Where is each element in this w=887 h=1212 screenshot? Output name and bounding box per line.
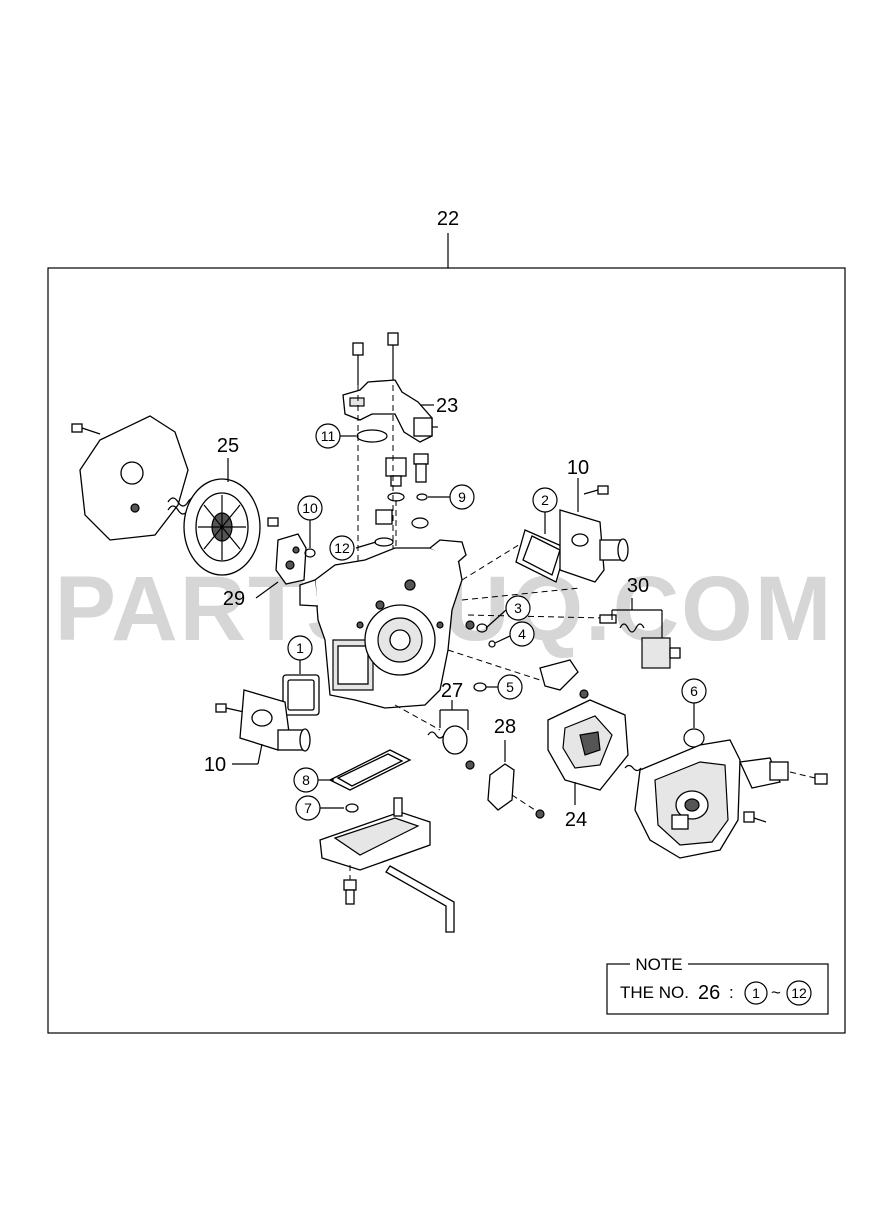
circled-3: 3 xyxy=(505,595,531,621)
bottom-cover[interactable] xyxy=(319,797,455,933)
outlet-fitting-10[interactable] xyxy=(559,509,629,583)
callout-30: 30 xyxy=(627,575,649,597)
o-ring-11[interactable] xyxy=(356,429,388,443)
svg-text:5: 5 xyxy=(506,679,514,695)
assembly-label: 22 xyxy=(437,208,459,230)
circled-8: 8 xyxy=(293,767,319,793)
svg-text:9: 9 xyxy=(458,489,466,505)
svg-text:11: 11 xyxy=(321,428,336,444)
part-23-housing[interactable] xyxy=(342,332,438,443)
part-30-valve[interactable] xyxy=(467,614,681,669)
svg-text:6: 6 xyxy=(690,683,698,699)
rear-housing[interactable] xyxy=(634,739,741,859)
note-prefix: THE NO. xyxy=(620,983,689,1002)
circled-12: 12 xyxy=(329,535,355,561)
sensor-28[interactable] xyxy=(487,763,545,819)
bolt-icon xyxy=(343,865,357,905)
svg-text:7: 7 xyxy=(304,800,312,816)
circled-4: 4 xyxy=(509,621,535,647)
inlet-fitting-10[interactable] xyxy=(239,689,311,752)
svg-text:1: 1 xyxy=(296,640,304,656)
callout-10-left: 10 xyxy=(204,754,226,776)
callout-24: 24 xyxy=(565,809,587,831)
bolt-icon xyxy=(71,423,101,435)
pump-cover-24[interactable] xyxy=(547,699,629,791)
diaphragm-25[interactable] xyxy=(183,478,261,576)
callout-25: 25 xyxy=(217,435,239,457)
svg-text:12: 12 xyxy=(334,540,350,556)
svg-text:2: 2 xyxy=(541,492,549,508)
plug-icon[interactable] xyxy=(385,453,429,502)
svg-text:8: 8 xyxy=(302,772,310,788)
note-title: NOTE xyxy=(635,955,682,974)
gasket-2[interactable] xyxy=(515,529,567,583)
o-ring-icon[interactable] xyxy=(465,620,496,648)
o-ring-7[interactable] xyxy=(345,803,359,813)
callout-29: 29 xyxy=(223,588,245,610)
note-colon: : xyxy=(729,983,734,1002)
fitting-icon[interactable] xyxy=(739,757,789,789)
valve-29[interactable] xyxy=(267,517,307,585)
circled-10: 10 xyxy=(297,495,323,521)
circled-5: 5 xyxy=(497,674,523,700)
note-range-start: 1 xyxy=(752,985,760,1001)
bolt-icon xyxy=(215,703,245,713)
callout-27: 27 xyxy=(441,680,463,702)
note-number: 26 xyxy=(698,982,720,1004)
svg-text:10: 10 xyxy=(302,500,318,516)
bolt-icon xyxy=(743,771,828,823)
note-range-end: 12 xyxy=(791,985,807,1001)
note-box: NOTE THE NO. 26 : 1 ~ 12 xyxy=(606,955,829,1015)
circled-6: 6 xyxy=(681,678,707,704)
pump-body-26[interactable] xyxy=(299,539,467,709)
callout-28: 28 xyxy=(494,716,516,738)
circled-11: 11 xyxy=(315,423,341,449)
note-tilde: ~ xyxy=(771,983,781,1002)
circled-2: 2 xyxy=(532,487,558,513)
callout-23: 23 xyxy=(436,395,458,417)
circled-7: 7 xyxy=(295,795,321,821)
bolt-icon xyxy=(352,332,399,385)
plug-icon[interactable] xyxy=(374,509,429,547)
gasket-1[interactable] xyxy=(282,674,320,716)
bracket-icon[interactable] xyxy=(539,659,589,699)
circled-9: 9 xyxy=(449,484,475,510)
svg-text:4: 4 xyxy=(518,626,526,642)
circled-1: 1 xyxy=(287,635,313,661)
part-27-regulator[interactable] xyxy=(427,725,475,770)
bolt-icon xyxy=(583,485,609,495)
assembly-frame xyxy=(47,267,846,1034)
gasket-8[interactable] xyxy=(328,749,412,791)
callout-10-right: 10 xyxy=(567,457,589,479)
svg-text:3: 3 xyxy=(514,600,522,616)
